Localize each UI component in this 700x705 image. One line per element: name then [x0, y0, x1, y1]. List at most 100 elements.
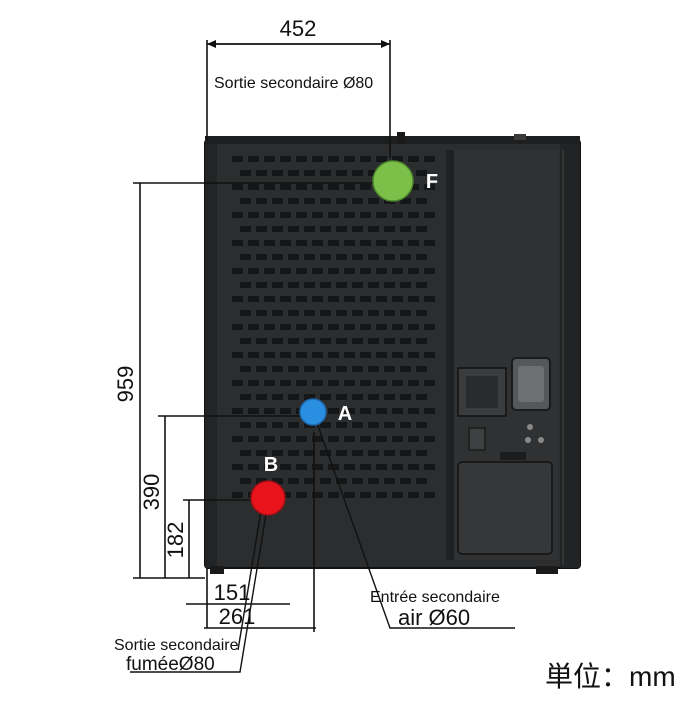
- vent-slot: [336, 394, 347, 400]
- vent-slot: [344, 212, 355, 218]
- vent-slot: [280, 268, 291, 274]
- vent-slot: [344, 380, 355, 386]
- vent-slot: [408, 184, 419, 190]
- dimension-offset-a: 261: [204, 432, 316, 632]
- vent-slot: [328, 324, 339, 330]
- vent-slot: [264, 324, 275, 330]
- vent-slot: [408, 464, 419, 470]
- vent-slot: [264, 408, 275, 414]
- vent-slot: [384, 338, 395, 344]
- vent-slot: [336, 282, 347, 288]
- vent-slot: [304, 366, 315, 372]
- vent-slot: [296, 380, 307, 386]
- vent-slot: [304, 310, 315, 316]
- vent-slot: [288, 422, 299, 428]
- vent-slot: [256, 450, 267, 456]
- vent-slot: [416, 198, 427, 204]
- vent-slot: [264, 212, 275, 218]
- vent-slot: [344, 240, 355, 246]
- vent-slot: [272, 310, 283, 316]
- vent-slot: [392, 464, 403, 470]
- vent-slot: [256, 310, 267, 316]
- vent-slot: [392, 156, 403, 162]
- vent-slot: [264, 464, 275, 470]
- vent-slot: [336, 450, 347, 456]
- vent-slot: [352, 338, 363, 344]
- vent-slot: [248, 408, 259, 414]
- vent-slot: [232, 212, 243, 218]
- vent-slot: [280, 240, 291, 246]
- vent-slot: [344, 156, 355, 162]
- vent-slot: [408, 436, 419, 442]
- vent-slot: [360, 464, 371, 470]
- vent-slot: [232, 240, 243, 246]
- vent-slot: [360, 184, 371, 190]
- vent-slot: [272, 282, 283, 288]
- vent-slot: [256, 282, 267, 288]
- vent-slot: [336, 198, 347, 204]
- vent-slot: [272, 226, 283, 232]
- vent-slot: [320, 338, 331, 344]
- vent-slot: [288, 450, 299, 456]
- vent-slot: [360, 492, 371, 498]
- vent-slot: [232, 268, 243, 274]
- vent-slot: [256, 366, 267, 372]
- vent-slot: [376, 436, 387, 442]
- vent-slot: [368, 338, 379, 344]
- vent-slot: [264, 436, 275, 442]
- vent-slot: [248, 324, 259, 330]
- vent-slot: [328, 268, 339, 274]
- vent-slot: [392, 212, 403, 218]
- vent-slot: [248, 352, 259, 358]
- vent-slot: [232, 464, 243, 470]
- vent-slot: [264, 268, 275, 274]
- vent-slot: [296, 268, 307, 274]
- vent-slot: [416, 170, 427, 176]
- vent-slot: [376, 408, 387, 414]
- vent-slot: [232, 324, 243, 330]
- vent-slot: [296, 436, 307, 442]
- dimension-top-width: 452: [206, 16, 391, 158]
- vent-slot: [360, 296, 371, 302]
- vent-slot: [400, 226, 411, 232]
- vent-slot: [360, 380, 371, 386]
- callout-f-label: Sortie secondaire Ø80: [214, 75, 373, 92]
- vent-slot: [368, 226, 379, 232]
- vent-slot: [384, 254, 395, 260]
- vent-slot: [400, 198, 411, 204]
- vent-slot: [320, 282, 331, 288]
- vent-slot: [272, 422, 283, 428]
- vent-slot: [376, 268, 387, 274]
- vent-slot: [248, 296, 259, 302]
- vent-slot: [240, 282, 251, 288]
- vent-slot: [416, 254, 427, 260]
- marker-f-letter: F: [426, 171, 438, 193]
- vent-slot: [280, 184, 291, 190]
- vent-slot: [352, 450, 363, 456]
- vent-slot: [304, 394, 315, 400]
- vent-slot: [256, 478, 267, 484]
- vent-slot: [408, 156, 419, 162]
- vent-slot: [264, 380, 275, 386]
- marker-a: A: [299, 398, 352, 426]
- vent-slot: [328, 240, 339, 246]
- vent-slot: [392, 296, 403, 302]
- vent-slot: [368, 310, 379, 316]
- vent-slot: [376, 240, 387, 246]
- vent-slot: [288, 394, 299, 400]
- vent-slot: [328, 212, 339, 218]
- vent-slot: [240, 450, 251, 456]
- vent-slot: [408, 268, 419, 274]
- vent-slot: [424, 324, 435, 330]
- vent-slot: [400, 282, 411, 288]
- vent-slot: [232, 380, 243, 386]
- vent-slot: [408, 296, 419, 302]
- vent-slot: [280, 296, 291, 302]
- vent-slot: [368, 394, 379, 400]
- vent-slot: [320, 478, 331, 484]
- vent-slot: [264, 352, 275, 358]
- vent-slot: [360, 268, 371, 274]
- dimension-label-height-f: 959: [113, 366, 138, 403]
- vent-slot: [424, 156, 435, 162]
